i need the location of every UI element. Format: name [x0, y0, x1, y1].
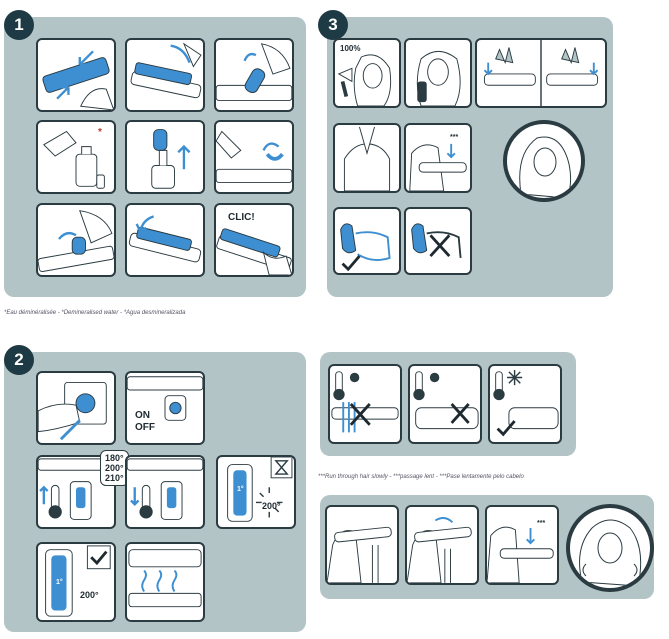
sun-icon: [349, 372, 360, 383]
step2-tile-power: ON OFF: [125, 371, 205, 445]
display-unit: 1°: [237, 486, 244, 493]
arrow-icon: [446, 143, 456, 159]
step2-tile-steam: [125, 542, 205, 622]
panel4-footnote: ***Run through hair slowly - ***passage …: [318, 474, 524, 480]
temp-options: 180° 200° 210°: [100, 450, 129, 486]
step1-tile-clic: CLIC!: [214, 203, 294, 277]
step1-tile-lift-tank: [214, 38, 294, 112]
step3-tile-wrong-hold: [404, 207, 472, 275]
snowflake-icon: [507, 369, 523, 386]
step1-tile-water-bottle: *: [36, 120, 116, 194]
sun-icon: [429, 372, 440, 383]
step3-tile-section-hair: [475, 38, 607, 108]
step1-tile-press-tank: [36, 203, 116, 277]
star-footnote-mark: *: [98, 127, 102, 138]
ready-unit: 1°: [56, 579, 63, 586]
curl-tile-2: [405, 505, 479, 585]
step2-tile-ready: 1° 200°: [36, 542, 116, 622]
temp-option-180: 180°: [105, 453, 124, 463]
arrow-icon: [39, 485, 49, 505]
step3-result-circle: [503, 120, 585, 202]
step3-tile-dry-hair: 100%: [333, 38, 401, 108]
arrow-icon: [177, 144, 191, 170]
thermometer-icon: [413, 371, 425, 401]
off-label: OFF: [135, 422, 155, 433]
thermometer-icon: [333, 371, 345, 401]
arrow-icon: [78, 50, 94, 66]
clic-label: CLIC!: [228, 212, 255, 223]
sun-icon: [256, 487, 283, 518]
temp-option-200: 200°: [105, 463, 124, 473]
cross-icon: [349, 403, 371, 426]
checkmark-icon: [341, 255, 361, 272]
step3-tile-clip-hair: [333, 123, 401, 193]
display-temp: 200°: [262, 501, 281, 511]
arrow-icon: [59, 419, 81, 441]
curl-stars-label: ***: [537, 520, 546, 527]
step1-tile-insert-tank: [214, 120, 294, 194]
temp-option-210: 210°: [105, 473, 124, 483]
power-label: 100%: [340, 44, 361, 53]
arrow-icon: [130, 487, 140, 506]
step-2-badge: 2: [4, 345, 34, 375]
step3-tile-glide: ***: [404, 123, 472, 193]
step2-tile-plug-in: [36, 371, 116, 445]
step2-tile-heating: 1° 200°: [216, 455, 296, 529]
ready-temp: 200°: [80, 590, 99, 600]
step2-tile-temp-up: [36, 455, 116, 529]
panel1-footnote: *Eau déminéralisée - *Demineralised wate…: [4, 310, 186, 316]
on-label: ON: [135, 410, 150, 421]
step1-tile-remove-comb: [125, 38, 205, 112]
warn-tile-hot-wrapped: [328, 364, 402, 444]
checkmark-icon: [90, 550, 108, 566]
thermometer-icon: [493, 371, 505, 401]
cross-icon: [450, 403, 470, 424]
cross-icon: [429, 234, 451, 258]
curl-result-circle: [566, 504, 654, 592]
arrow-icon: [483, 62, 493, 76]
step3-tile-brush-hair: [404, 38, 472, 108]
warn-tile-cold-ok: [488, 364, 562, 444]
curl-tile-3: ***: [485, 505, 559, 585]
step1-tile-insert-comb: [125, 203, 205, 277]
step2-tile-temp-down: [125, 455, 205, 529]
hourglass-icon: [270, 457, 293, 479]
stars-label: ***: [450, 134, 459, 141]
step3-tile-correct-hold: [333, 207, 401, 275]
step-3-badge: 3: [318, 10, 348, 40]
arrow-icon: [526, 527, 535, 545]
step1-tile-fill-tank: [125, 120, 205, 194]
step-1-badge: 1: [4, 10, 34, 40]
thermometer-icon: [139, 484, 153, 519]
curl-tile-1: [325, 505, 399, 585]
checkmark-icon: [496, 420, 516, 437]
warn-tile-hot-touch: [408, 364, 482, 444]
step1-tile-open-plates: [36, 38, 116, 112]
thermometer-icon: [48, 484, 62, 519]
